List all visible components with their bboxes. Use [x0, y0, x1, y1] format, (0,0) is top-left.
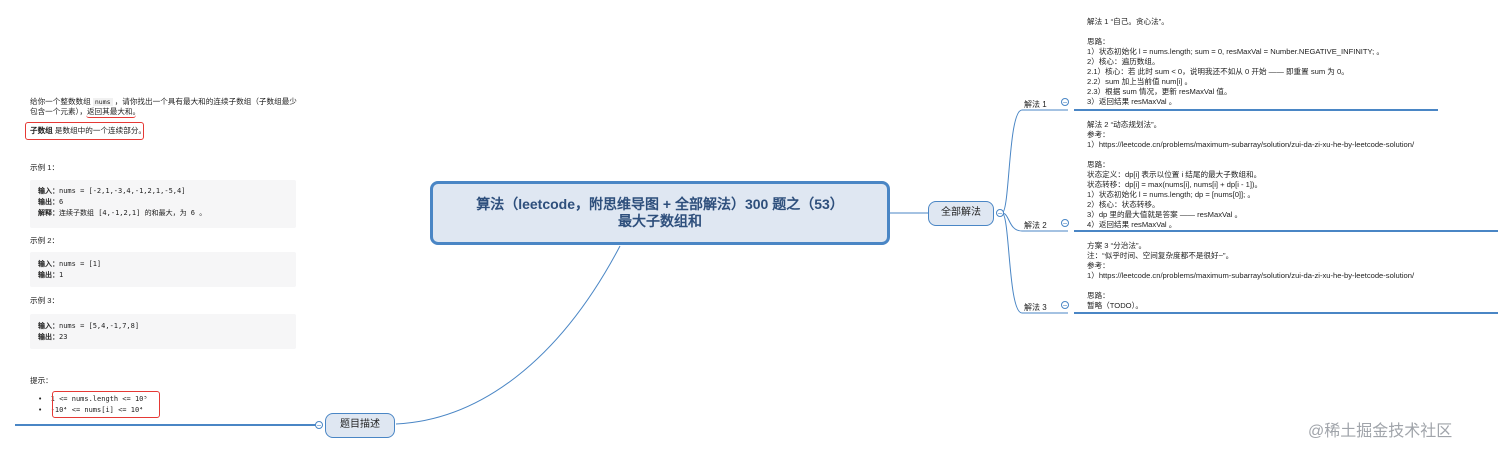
watermark: @稀土掘金技术社区 [1308, 423, 1453, 440]
method3-label[interactable]: 解法 3 [1024, 303, 1047, 312]
link-solutions-to-m2 [1001, 212, 1068, 232]
method2-note: 解法 2 “动态规划法”。参考：1）https://leetcode.cn/pr… [1087, 120, 1415, 229]
solutions-node[interactable]: 全部解法 [928, 201, 994, 226]
example3-input: 输入：nums = [5,4,-1,7,8] [38, 322, 140, 330]
hint-title: 提示： [30, 376, 53, 385]
subarray-definition: 子数组 是数组中的一个连续部分。 [30, 126, 147, 135]
problem-node[interactable]: 题目描述 [325, 413, 395, 438]
example3-output: 输出：23 [38, 333, 68, 341]
example1-block: 输入：nums = [-2,1,-3,4,-1,2,1,-5,4] 输出：6 解… [30, 180, 296, 228]
problem-collapse-icon[interactable]: − [315, 421, 323, 430]
central-topic-line1: 算法（leetcode，附思维导图 + 全部解法）300 题之（53） [476, 196, 844, 212]
example1-explain: 解释：连续子数组 [4,-1,2,1] 的和最大，为 6 。 [38, 209, 207, 217]
hint-1: • 1 <= nums.length <= 10⁵ [38, 395, 148, 403]
highlight-return-max [86, 109, 136, 118]
problem-desc-line1: 给你一个整数数组 nums ，请你找出一个具有最大和的连续子数组（子数组最少 [30, 97, 297, 106]
method3-note: 方案 3 “分治法”。注：“似乎时间、空间复杂度都不是很好~”。参考： 1）ht… [1087, 241, 1415, 310]
nums-code: nums [92, 98, 113, 106]
example2-title: 示例 2： [30, 236, 60, 245]
example1-title: 示例 1： [30, 163, 60, 172]
method1-collapse-icon[interactable]: − [1061, 98, 1069, 107]
example2-input: 输入：nums = [1] [38, 260, 102, 268]
link-solutions-to-m1 [1001, 109, 1068, 214]
example2-output: 输出：1 [38, 271, 64, 279]
solutions-collapse-icon[interactable]: − [996, 209, 1004, 218]
method2-collapse-icon[interactable]: − [1061, 219, 1069, 228]
return-max-sum-text: 返回其最大和。 [86, 107, 141, 116]
method2-label[interactable]: 解法 2 [1024, 221, 1047, 230]
example3-title: 示例 3： [30, 296, 60, 305]
highlight-subarray [25, 122, 144, 140]
solutions-node-label: 全部解法 [941, 207, 981, 218]
example2-block: 输入：nums = [1] 输出：1 [30, 252, 296, 287]
method1-note: 解法 1 “自己。贪心法”。 思路： 1）状态初始化 l = nums.leng… [1087, 17, 1384, 106]
method1-label[interactable]: 解法 1 [1024, 100, 1047, 109]
hint-2: • -10⁴ <= nums[i] <= 10⁴ [38, 406, 144, 414]
problem-desc-line2: 包含一个元素），返回其最大和。 [30, 107, 141, 116]
highlight-hints [52, 391, 160, 418]
problem-node-label: 题目描述 [340, 419, 380, 430]
central-topic[interactable]: 算法（leetcode，附思维导图 + 全部解法）300 题之（53） 最大子数… [430, 181, 890, 245]
link-center-to-problem [395, 245, 621, 425]
example3-block: 输入：nums = [5,4,-1,7,8] 输出：23 [30, 314, 296, 349]
link-solutions-to-m3 [1001, 212, 1068, 314]
method3-collapse-icon[interactable]: − [1061, 301, 1069, 310]
example1-input: 输入：nums = [-2,1,-3,4,-1,2,1,-5,4] [38, 187, 186, 195]
example1-output: 输出：6 [38, 198, 64, 206]
central-topic-line2: 最大子数组和 [618, 213, 702, 229]
